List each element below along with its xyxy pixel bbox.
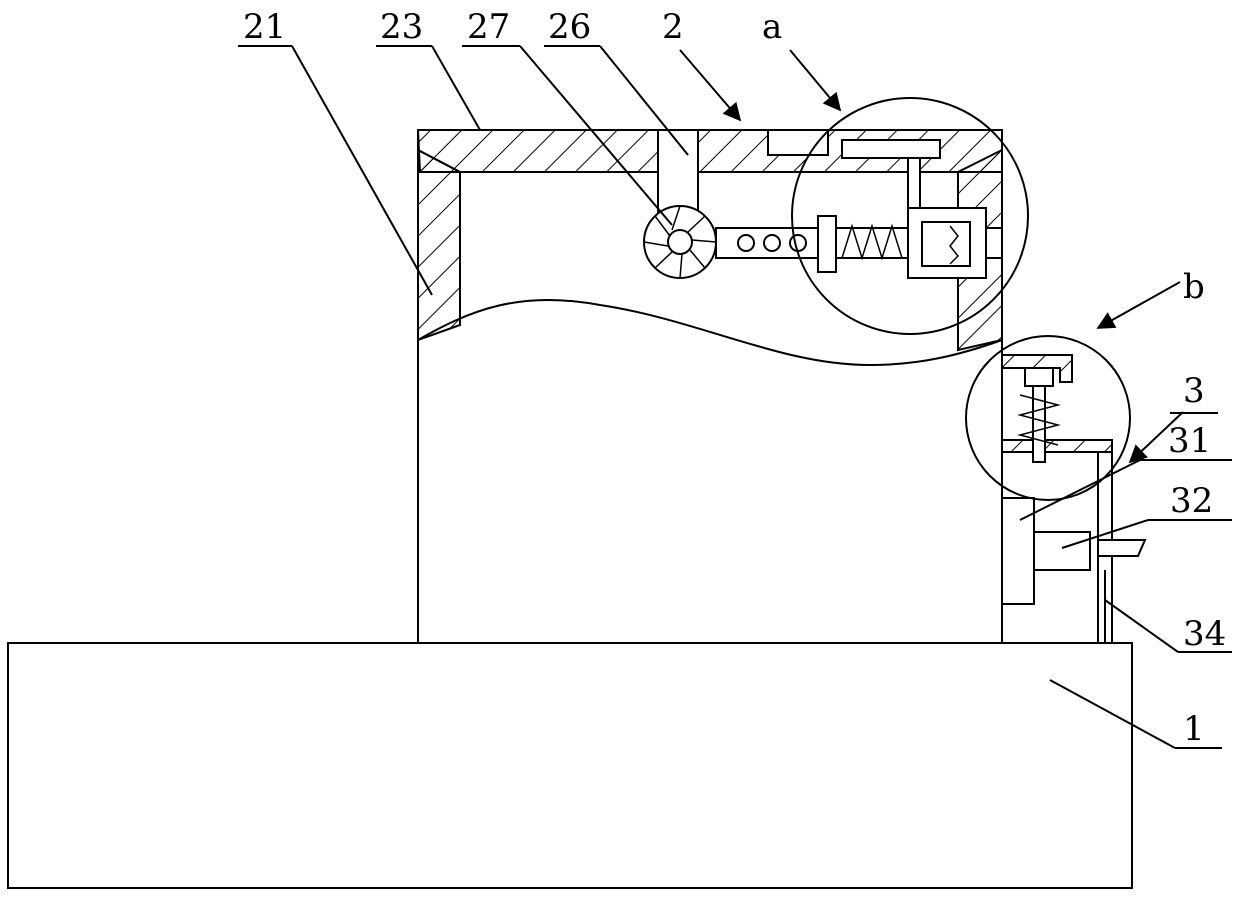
break-line [418, 300, 1002, 365]
top-recess [768, 130, 828, 155]
label-26: 26 [548, 7, 591, 47]
label-3: 3 [1183, 371, 1205, 411]
label-a: a [762, 7, 782, 47]
label-23: 23 [380, 7, 423, 47]
label-27: 27 [467, 7, 510, 47]
left-wall [418, 150, 460, 340]
clamp-screw [1002, 355, 1112, 462]
label-31: 31 [1168, 421, 1211, 461]
label-21: 21 [243, 7, 286, 47]
impeller [644, 206, 716, 278]
label-34: 34 [1183, 614, 1226, 654]
label-2: 2 [662, 7, 684, 47]
base-block [8, 643, 1132, 888]
label-b: b [1183, 267, 1205, 307]
label-1: 1 [1183, 709, 1205, 749]
perforated-rod [716, 228, 820, 258]
label-32: 32 [1170, 481, 1213, 521]
